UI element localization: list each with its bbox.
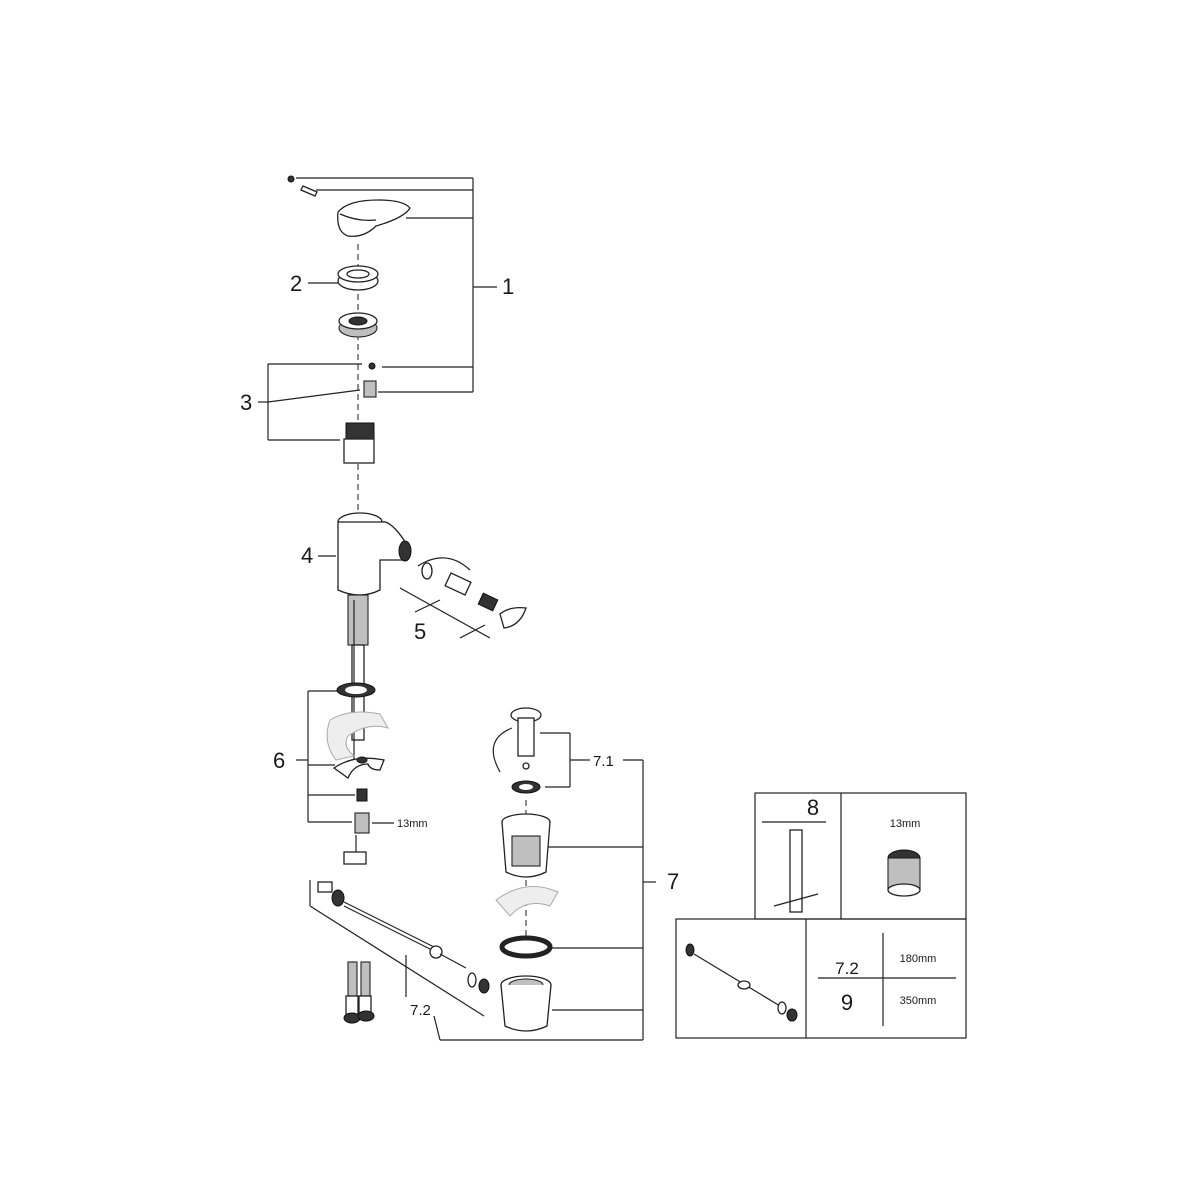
hex-nut-icon — [354, 788, 370, 834]
callout-7-2-label: 7.2 — [410, 1002, 431, 1019]
callout-7-bracket — [548, 759, 656, 1040]
swivel-outlet-icon — [417, 557, 527, 629]
bracket-icon — [326, 682, 390, 779]
lift-rod-icon — [317, 835, 490, 994]
callout-6-bracket — [296, 690, 355, 823]
screw-icon — [287, 175, 318, 197]
tool-size-label: 13mm — [890, 818, 921, 830]
bidet-body-icon — [337, 512, 412, 760]
supply-hose-icon — [343, 961, 375, 1024]
hex-socket-icon — [887, 849, 921, 897]
wrench-size-label: 13mm — [397, 818, 428, 830]
rod-kit-icon — [685, 943, 798, 1022]
callout-7-1-bracket — [540, 732, 590, 788]
callout-4-label: 4 — [301, 543, 313, 568]
lever-handle-icon — [337, 199, 411, 237]
callout-5-bracket — [399, 587, 491, 639]
callout-5-label: 5 — [414, 619, 426, 644]
waste-body-icon — [495, 813, 559, 917]
callout-7-label: 7 — [667, 869, 679, 894]
nut-ring-icon — [338, 312, 378, 338]
pop-up-plug-icon — [492, 707, 542, 794]
legend-box-lower — [675, 918, 967, 1039]
callout-7-2-bracket — [309, 880, 643, 1041]
tool-number-label: 8 — [807, 795, 819, 820]
rod-length-2-label: 350mm — [900, 995, 937, 1007]
callout-7-1-label: 7.1 — [593, 753, 614, 770]
callout-1-label: 1 — [502, 274, 514, 299]
callout-1-bracket — [296, 177, 497, 393]
wrench-tool-icon — [773, 829, 819, 913]
cartridge-icon — [343, 362, 377, 464]
callout-6-label: 6 — [273, 748, 285, 773]
callout-3-bracket — [258, 363, 362, 441]
cap-ring-icon — [337, 265, 379, 291]
rod-code-label: 7.2 — [835, 959, 859, 978]
rod-code-alt-label: 9 — [841, 990, 853, 1015]
rod-length-1-label: 180mm — [900, 953, 937, 965]
seal-ring-icon — [499, 935, 553, 959]
legend-box-upper — [754, 792, 967, 920]
waste-body-lower-icon — [500, 975, 552, 1032]
callout-3-label: 3 — [240, 390, 252, 415]
callout-2-label: 2 — [290, 271, 302, 296]
